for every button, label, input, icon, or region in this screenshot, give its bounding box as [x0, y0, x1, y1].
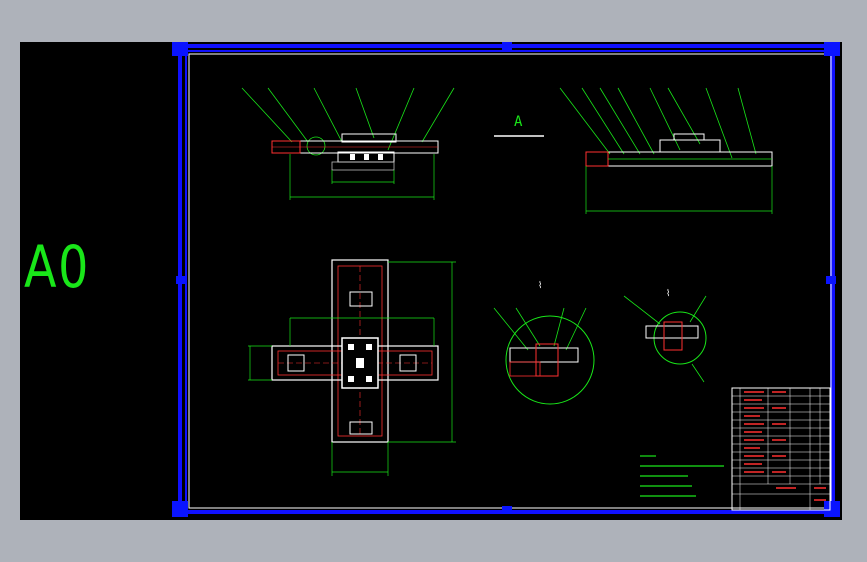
grip-handles[interactable] — [172, 42, 840, 517]
detail-view-b: ⌇ — [493, 280, 595, 405]
grip-bottom-right[interactable] — [824, 501, 840, 517]
grip-mid-bottom[interactable] — [502, 506, 512, 514]
sheet-border — [178, 44, 834, 514]
grip-top-right[interactable] — [824, 42, 840, 56]
section-view-label: A — [514, 114, 523, 130]
svg-text:⌇: ⌇ — [538, 280, 542, 291]
grip-bottom-left[interactable] — [172, 501, 188, 517]
grip-mid-right[interactable] — [826, 276, 836, 284]
technical-notes — [640, 455, 724, 497]
plan-view — [248, 259, 456, 476]
side-view — [559, 87, 773, 214]
detail-view-c: ⌇ — [623, 288, 707, 383]
sheet-size-label: A0 — [24, 233, 91, 301]
drawing-sheet: ⌇ ⌇ — [172, 42, 840, 517]
svg-text:⌇: ⌇ — [666, 288, 670, 299]
drawing-frame — [188, 53, 832, 509]
cad-viewport[interactable]: A0 A — [20, 42, 842, 520]
front-view — [241, 87, 455, 200]
grip-mid-top[interactable] — [502, 42, 512, 50]
grip-top-left[interactable] — [172, 42, 188, 56]
title-block — [731, 387, 831, 511]
inner-blue-frame — [185, 50, 835, 512]
grip-mid-left[interactable] — [176, 276, 186, 284]
